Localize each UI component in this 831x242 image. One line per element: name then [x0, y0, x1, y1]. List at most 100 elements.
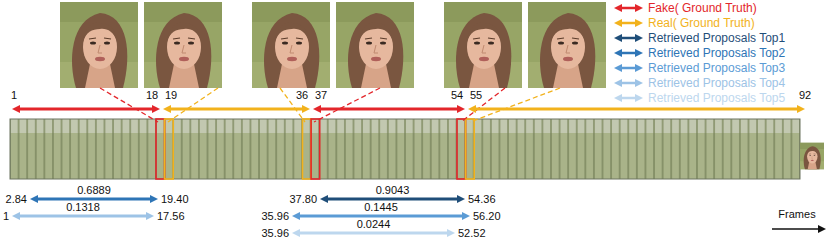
fake-frame-mark [457, 119, 466, 179]
legend-swatch [614, 79, 643, 87]
legend-text: Real( Ground Truth) [648, 17, 755, 29]
legend-arrow-head [614, 34, 622, 42]
proposal-value: 35.96 [261, 228, 289, 239]
ground-truth-arrow [163, 105, 310, 113]
fake-frame-mark [311, 119, 320, 179]
legend-text: Retrieved Proposals Top5 [648, 92, 785, 104]
proposal-head [150, 195, 158, 203]
proposal-value: 0.0244 [357, 219, 391, 230]
legend-text: Retrieved Proposals Top4 [648, 77, 785, 89]
proposal-head [12, 212, 20, 220]
face-thumbnail [60, 2, 138, 88]
proposal-head [462, 212, 470, 220]
proposal-value: 56.20 [473, 211, 501, 222]
axis-label: Frames [778, 209, 815, 220]
frame-number: 54 [451, 90, 463, 101]
proposal-value: 37.80 [289, 194, 317, 205]
legend-arrow-head [635, 94, 643, 102]
legend-arrow-shaft [621, 97, 636, 100]
legend-arrow-head [614, 94, 622, 102]
face-thumbnail [252, 2, 330, 88]
proposal-shaft [299, 215, 463, 218]
segment-arrow-head [12, 105, 20, 113]
proposal-value: 54.36 [468, 194, 496, 205]
proposal-shaft [37, 198, 151, 201]
leader-line [100, 88, 158, 122]
real-frame-mark [165, 119, 174, 179]
strip-end-face [800, 143, 824, 169]
frames-axis [772, 225, 826, 233]
legend-arrow-head [614, 79, 622, 87]
legend [614, 4, 643, 102]
legend-arrow-head [614, 49, 622, 57]
frame-number: 37 [315, 90, 327, 101]
frames-axis-shaft [772, 228, 819, 230]
proposal-arrows [12, 195, 470, 237]
ground-truth-arrow [468, 105, 805, 113]
frame-number: 18 [146, 90, 158, 101]
proposal-head [457, 195, 465, 203]
segment-arrow-shaft [475, 108, 798, 111]
segment-arrow-shaft [320, 108, 458, 111]
frame-number: 36 [296, 90, 308, 101]
segment-arrow-head [797, 105, 805, 113]
legend-swatch [614, 49, 643, 57]
proposal-value: 52.52 [458, 228, 486, 239]
segment-arrow-head [152, 105, 160, 113]
ground-truth-arrow [12, 105, 160, 113]
proposal-value: 17.56 [157, 211, 185, 222]
proposal-arrow [12, 212, 154, 220]
legend-arrow-head [614, 64, 622, 72]
legend-text: Fake( Ground Truth) [648, 2, 757, 14]
legend-arrow-head [635, 64, 643, 72]
legend-text: Retrieved Proposals Top1 [648, 32, 785, 44]
segment-arrow-head [468, 105, 476, 113]
proposal-value: 0.1318 [66, 202, 100, 213]
proposal-head [292, 212, 300, 220]
real-frame-mark [466, 119, 475, 179]
proposal-value: 0.9043 [376, 185, 410, 196]
legend-swatch [614, 64, 643, 72]
proposal-head [320, 195, 328, 203]
face-thumbnails [60, 2, 606, 88]
legend-text: Retrieved Proposals Top3 [648, 62, 785, 74]
proposal-shaft [327, 198, 458, 201]
proposal-shaft [299, 232, 448, 235]
legend-arrow-shaft [621, 82, 636, 85]
segment-arrow-head [302, 105, 310, 113]
face-thumbnail [144, 2, 222, 88]
proposal-arrow [292, 229, 455, 237]
frame-number: 1 [11, 90, 17, 101]
proposal-head [292, 229, 300, 237]
frame-strip [10, 119, 824, 179]
legend-arrow-shaft [621, 67, 636, 70]
segment-arrow-head [313, 105, 321, 113]
proposal-value: 2.84 [6, 194, 27, 205]
face-thumbnail [528, 2, 606, 88]
leader-lines [100, 88, 560, 122]
ground-truth-arrow [313, 105, 465, 113]
face-thumbnail [444, 2, 522, 88]
legend-arrow-shaft [621, 52, 636, 55]
proposal-head [30, 195, 38, 203]
proposal-value: 0.1445 [364, 202, 398, 213]
segment-arrow-head [457, 105, 465, 113]
legend-swatch [614, 19, 643, 27]
proposal-shaft [19, 215, 147, 218]
leader-line [314, 88, 380, 122]
frame-number: 92 [799, 90, 811, 101]
frames-axis-head [818, 225, 826, 233]
legend-arrow-shaft [621, 37, 636, 40]
legend-arrow-head [614, 19, 622, 27]
proposal-value: 35.96 [261, 211, 289, 222]
proposal-value: 1 [3, 211, 9, 222]
fake-frame-mark [156, 119, 165, 179]
proposal-head [447, 229, 455, 237]
legend-swatch [614, 4, 643, 12]
frame-number: 55 [470, 90, 482, 101]
proposal-value: 0.6889 [77, 185, 111, 196]
legend-swatch [614, 34, 643, 42]
legend-swatch [614, 94, 643, 102]
segment-arrow-shaft [170, 108, 303, 111]
segment-arrow-shaft [19, 108, 153, 111]
